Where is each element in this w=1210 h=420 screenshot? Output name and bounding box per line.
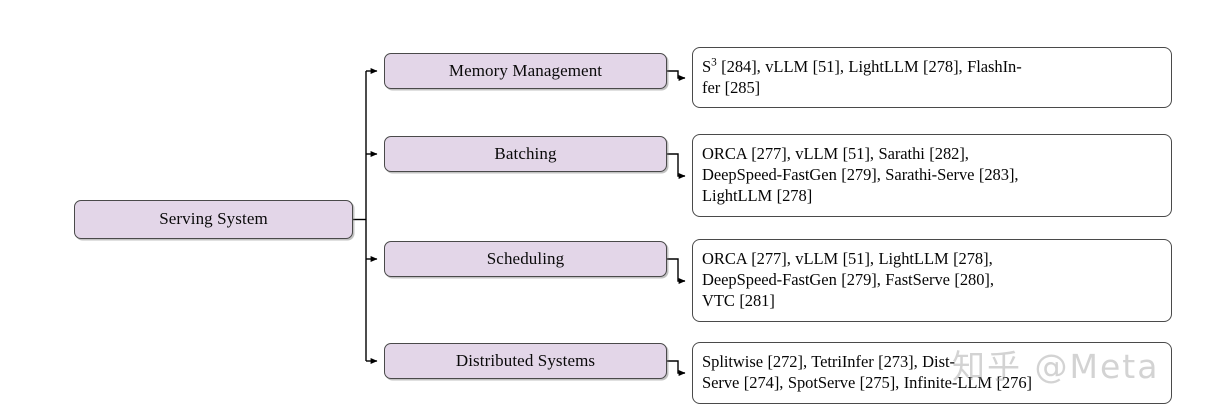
- leaf-node-scheduling-items[interactable]: ORCA [277], vLLM [51], LightLLM [278],De…: [692, 239, 1172, 322]
- leaf-node-distributed-systems-items[interactable]: Splitwise [272], TetriInfer [273], Dist-…: [692, 342, 1172, 404]
- leaf-arrow-0: [667, 70, 686, 81]
- leaf-text: ORCA [277], vLLM [51], LightLLM [278],De…: [702, 249, 994, 310]
- category-node-distributed-systems[interactable]: Distributed Systems: [384, 343, 667, 379]
- leaf-arrow-3: [667, 360, 686, 376]
- leaf-text: ORCA [277], vLLM [51], Sarathi [282],Dee…: [702, 144, 1019, 205]
- leaf-arrow-1: [667, 153, 686, 179]
- category-node-scheduling[interactable]: Scheduling: [384, 241, 667, 277]
- category-label: Batching: [494, 143, 557, 163]
- root-node-serving-system[interactable]: Serving System: [74, 200, 353, 239]
- leaf-text: S3 [284], vLLM [51], LightLLM [278], Fla…: [702, 56, 1022, 97]
- category-label: Memory Management: [448, 60, 603, 80]
- watermark-overlay: 知乎 @Meta: [952, 347, 1160, 386]
- leaf-node-batching-items[interactable]: ORCA [277], vLLM [51], Sarathi [282],Dee…: [692, 134, 1172, 217]
- leaf-text: Splitwise [272], TetriInfer [273], Dist-…: [702, 352, 1032, 392]
- category-label: Scheduling: [486, 248, 565, 268]
- category-node-batching[interactable]: Batching: [384, 136, 667, 172]
- leaf-arrow-2: [667, 258, 686, 284]
- category-node-memory-management[interactable]: Memory Management: [384, 53, 667, 89]
- leaf-node-memory-management-items[interactable]: S3 [284], vLLM [51], LightLLM [278], Fla…: [692, 47, 1172, 108]
- category-label: Distributed Systems: [455, 350, 596, 370]
- root-node-label: Serving System: [159, 209, 268, 229]
